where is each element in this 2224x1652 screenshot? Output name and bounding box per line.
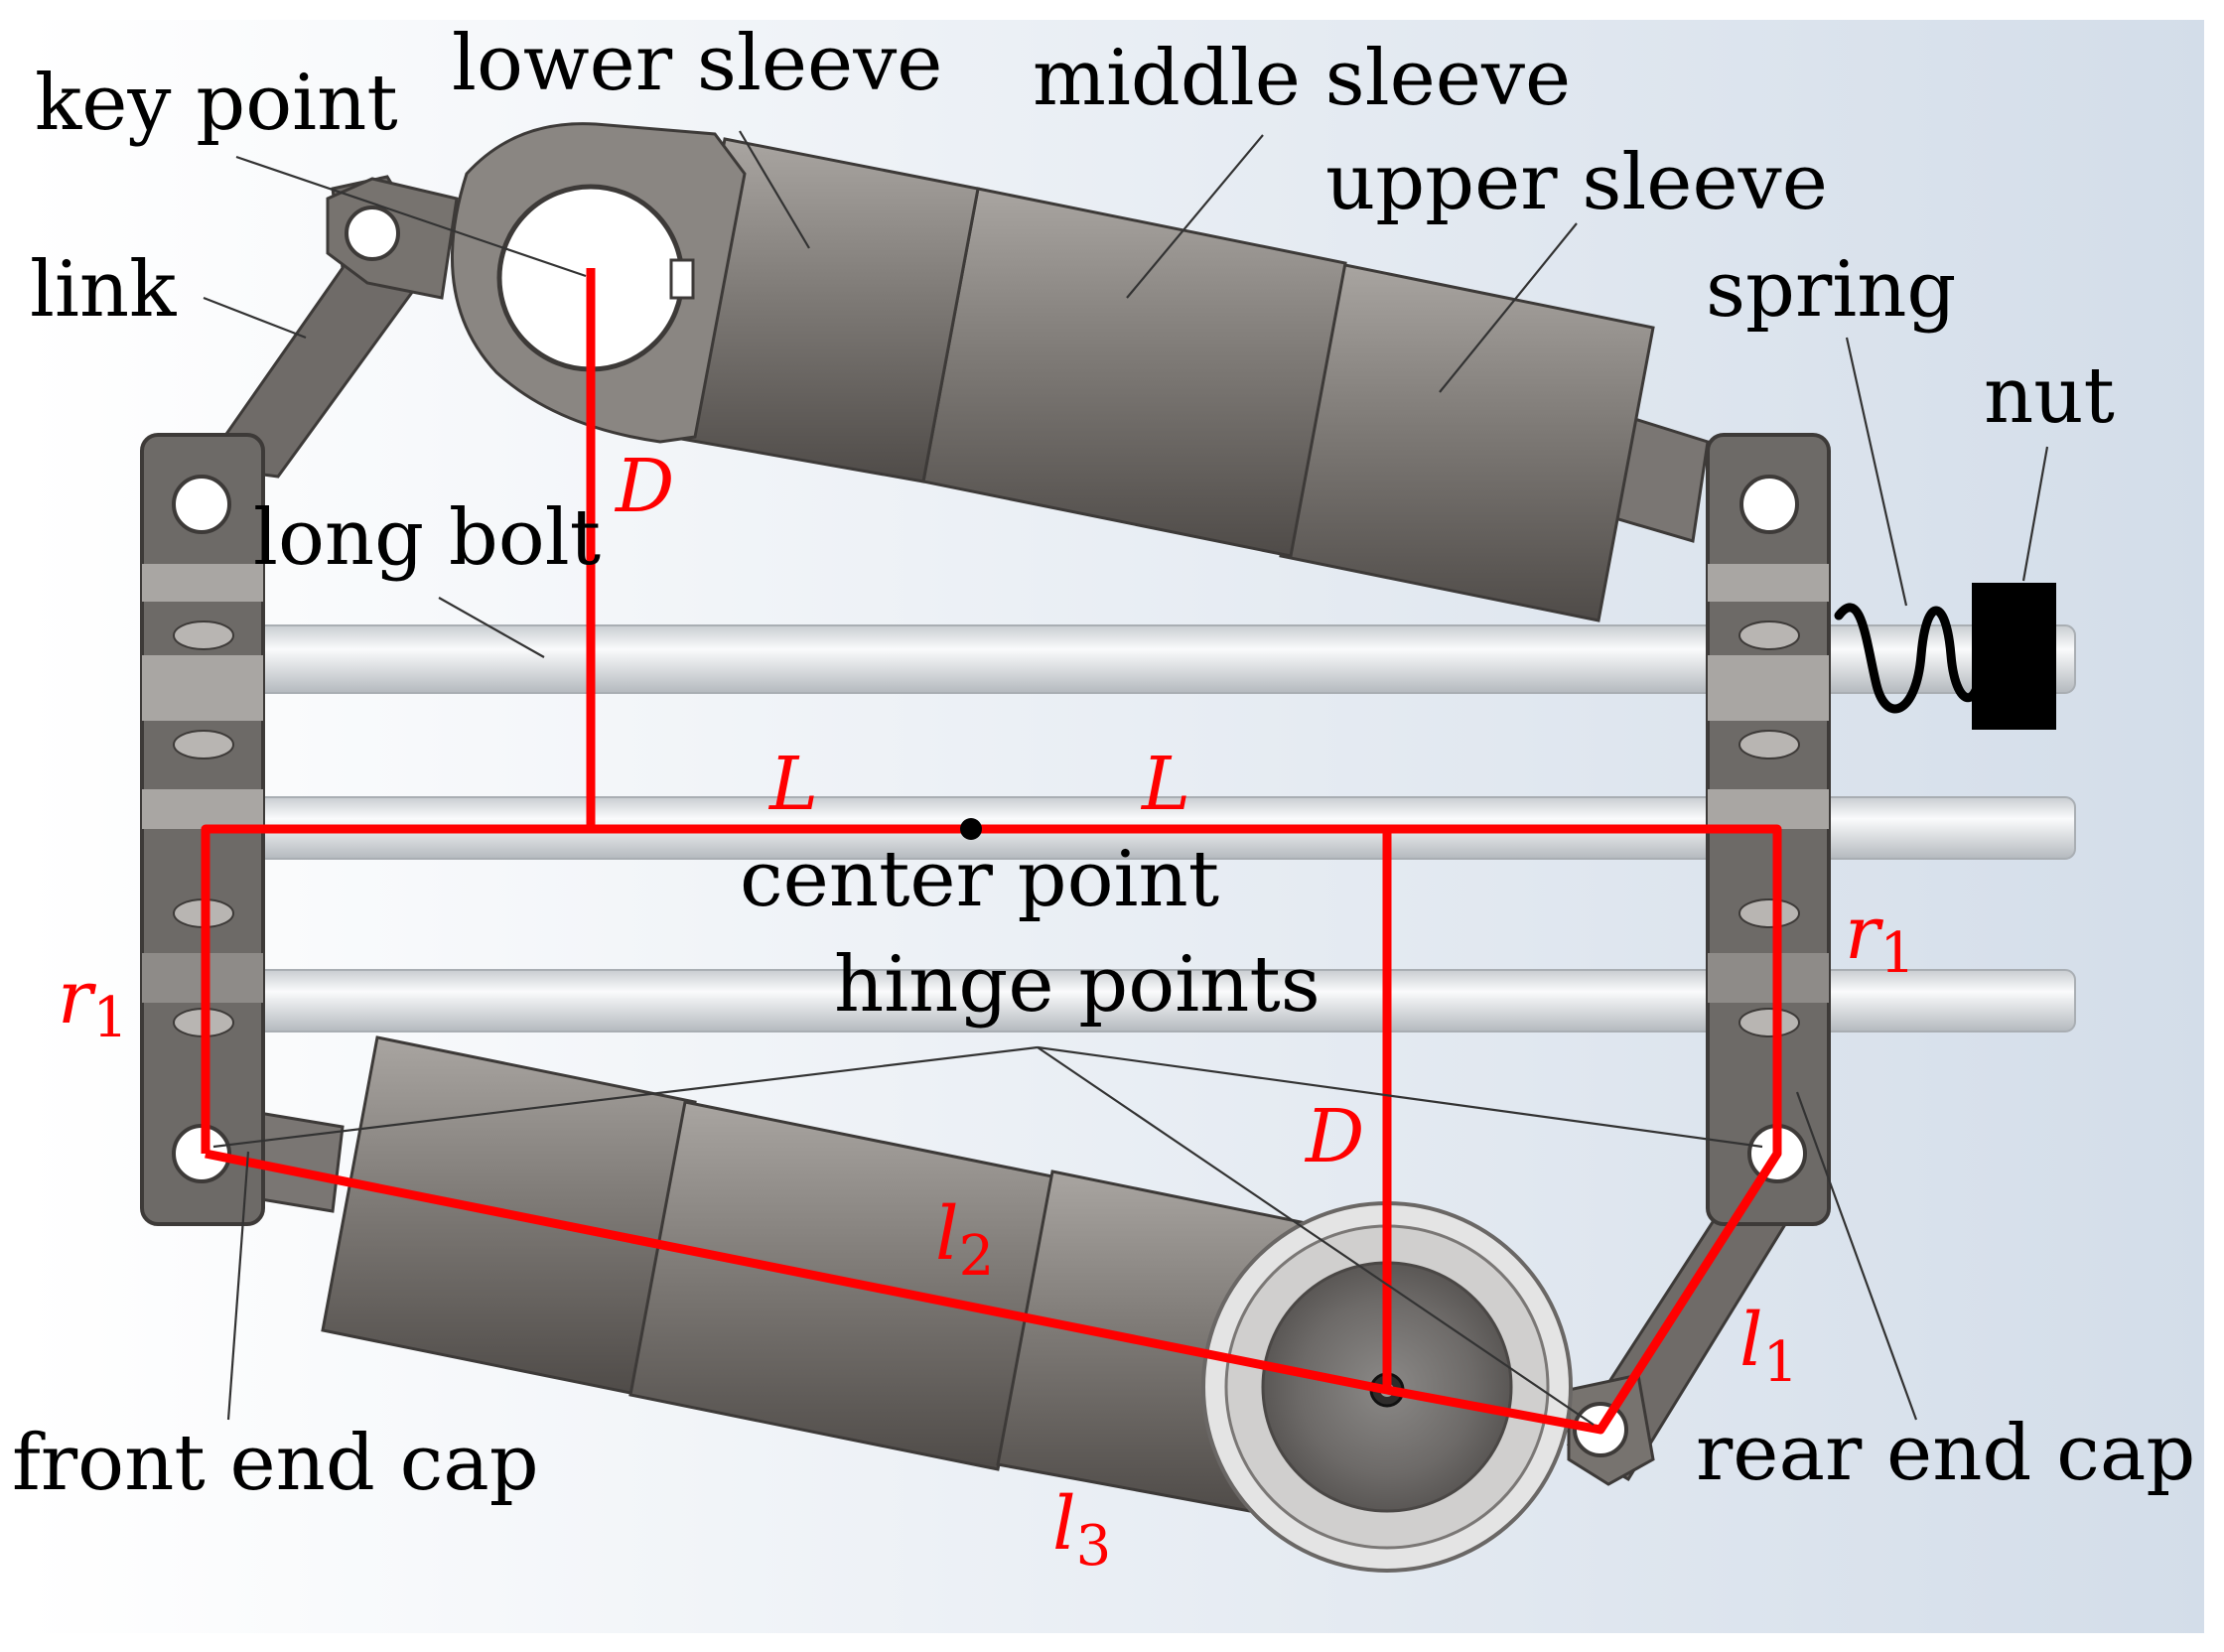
nut-block bbox=[1972, 583, 2056, 730]
leader-hinge-front bbox=[212, 1045, 1039, 1149]
front-cap-slot-2 bbox=[173, 730, 234, 759]
center-point-dot bbox=[960, 818, 982, 840]
upper-link-hole bbox=[345, 206, 400, 261]
subscript-1-right: 1 bbox=[1879, 921, 1915, 986]
symbol-l-3: l bbox=[1052, 1481, 1076, 1567]
symbol-D-upper: D bbox=[614, 444, 674, 529]
leader-key-point bbox=[235, 155, 587, 278]
label-front-end-cap: front end cap bbox=[12, 1419, 539, 1508]
label-key-point: key point bbox=[35, 59, 398, 148]
upper-cylinder bbox=[451, 122, 1710, 622]
symbol-r1-right: r1 bbox=[1845, 891, 1915, 986]
leader-hinge-bottom bbox=[1037, 1046, 1595, 1426]
leader-link bbox=[203, 296, 307, 340]
leader-lines bbox=[203, 130, 2049, 1426]
symbol-r1-left: r1 bbox=[58, 955, 128, 1050]
label-hinge-points: hinge points bbox=[834, 940, 1320, 1030]
rear-cap-slot-1 bbox=[1738, 620, 1800, 650]
leader-middle-sleeve bbox=[1126, 134, 1264, 299]
rear-cap-top-hole bbox=[1739, 475, 1799, 534]
symbol-l3: l3 bbox=[1052, 1481, 1111, 1579]
subscript-3-l3: 3 bbox=[1076, 1514, 1112, 1579]
symbol-l1: l1 bbox=[1739, 1298, 1798, 1395]
part-labels: key point lower sleeve middle sleeve upp… bbox=[12, 19, 2195, 1508]
symbol-r-right: r bbox=[1845, 891, 1884, 976]
keyway-notch bbox=[669, 258, 695, 300]
label-middle-sleeve: middle sleeve bbox=[1033, 34, 1571, 123]
subscript-1-left: 1 bbox=[92, 986, 128, 1050]
leader-rear-end-cap bbox=[1795, 1091, 1918, 1421]
links bbox=[201, 175, 1790, 1486]
middle-sleeve-bottom bbox=[628, 1100, 1054, 1471]
label-nut: nut bbox=[1984, 351, 2115, 441]
leader-hinge-rear bbox=[1037, 1045, 1763, 1149]
symbol-l-1: l bbox=[1739, 1298, 1763, 1383]
front-cap-slot-1 bbox=[173, 620, 234, 650]
leader-spring bbox=[1845, 337, 1908, 607]
rear-cap-slot-4 bbox=[1738, 1008, 1800, 1037]
front-cap-band-1 bbox=[142, 564, 263, 602]
label-long-bolt: long bolt bbox=[253, 493, 601, 583]
rear-cap-band-3 bbox=[1708, 789, 1829, 829]
rear-cap-band-2 bbox=[1708, 655, 1829, 721]
label-center-point: center point bbox=[740, 835, 1219, 924]
subscript-1-l1: 1 bbox=[1763, 1330, 1799, 1395]
symbol-L-right: L bbox=[1140, 742, 1190, 827]
leader-lower-sleeve bbox=[739, 130, 810, 249]
label-rear-end-cap: rear end cap bbox=[1696, 1409, 2195, 1498]
leader-long-bolt bbox=[438, 597, 545, 658]
label-upper-sleeve: upper sleeve bbox=[1325, 138, 1828, 227]
leader-front-end-cap bbox=[226, 1151, 250, 1421]
label-spring: spring bbox=[1706, 245, 1956, 335]
front-cap-top-hole bbox=[172, 475, 231, 534]
label-link: link bbox=[30, 245, 177, 335]
rear-cap-slot-3 bbox=[1738, 898, 1800, 928]
symbol-l-2: l bbox=[935, 1191, 959, 1277]
symbol-labels: D D L L r1 r1 l1 l2 l3 bbox=[58, 444, 1915, 1579]
kinematic-lines bbox=[201, 268, 1782, 1435]
subscript-2-l2: 2 bbox=[959, 1224, 995, 1289]
label-lower-sleeve: lower sleeve bbox=[452, 19, 942, 108]
symbol-r-left: r bbox=[58, 955, 97, 1040]
rear-cap-band-1 bbox=[1708, 564, 1829, 602]
front-cap-band-3 bbox=[142, 789, 263, 829]
symbol-L-left: L bbox=[767, 742, 818, 827]
symbol-l2: l2 bbox=[935, 1191, 994, 1289]
rear-cap-band-4 bbox=[1708, 953, 1829, 1003]
symbol-D-lower: D bbox=[1304, 1094, 1364, 1179]
leader-nut bbox=[2021, 446, 2049, 582]
leader-upper-sleeve bbox=[1439, 222, 1578, 393]
front-cap-band-2 bbox=[142, 655, 263, 721]
rear-cap-slot-2 bbox=[1738, 730, 1800, 759]
